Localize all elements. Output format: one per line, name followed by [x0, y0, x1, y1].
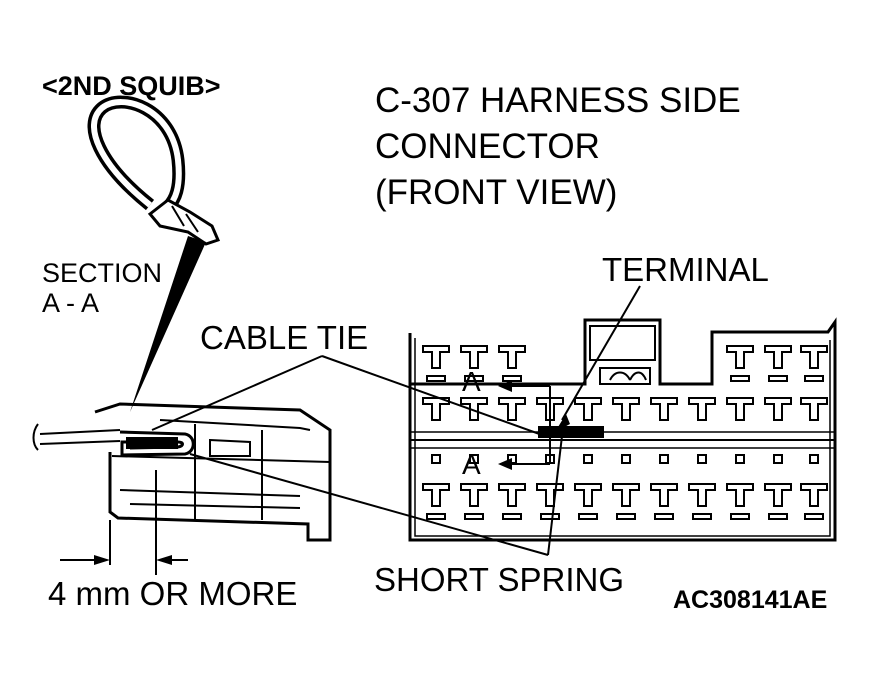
section-label-line-1: SECTION [42, 258, 163, 288]
terminal-pin [800, 397, 828, 421]
terminal-slot [697, 454, 707, 464]
terminal-pin [460, 483, 488, 507]
dimension-label: 4 mm OR MORE [48, 575, 298, 612]
terminal-slot [730, 375, 750, 382]
terminal-label: TERMINAL [602, 251, 769, 288]
terminal-pin [800, 483, 828, 507]
terminal-pin [688, 483, 716, 507]
terminal-pin [422, 483, 450, 507]
terminal-slot [464, 513, 484, 520]
terminal-pin [650, 397, 678, 421]
squib-label: <2ND SQUIB> [42, 71, 221, 101]
terminal-pin [460, 345, 488, 369]
terminal-pin [460, 397, 488, 421]
terminal-pin [726, 483, 754, 507]
terminal-pin [726, 345, 754, 369]
terminal-slot [431, 454, 441, 464]
terminal-slot [426, 513, 446, 520]
terminal-slot [578, 513, 598, 520]
terminal-slot [735, 454, 745, 464]
terminal-slot [583, 454, 593, 464]
terminal-slot [654, 513, 674, 520]
terminal-pin [764, 345, 792, 369]
terminal-pin [800, 345, 828, 369]
terminal-pin [650, 483, 678, 507]
terminal-slot [502, 513, 522, 520]
terminal-slot [804, 513, 824, 520]
terminal-slot [730, 513, 750, 520]
terminal-pin [764, 397, 792, 421]
terminal-slot [768, 513, 788, 520]
terminal-pin [612, 397, 640, 421]
terminal-pin [498, 483, 526, 507]
section-a-a-view [32, 402, 332, 575]
title-line-3: (FRONT VIEW) [375, 173, 618, 212]
connector-front-view [408, 317, 837, 542]
terminal-pin [574, 397, 602, 421]
terminal-slot [540, 513, 560, 520]
cable-tie-label: CABLE TIE [200, 319, 369, 356]
diagram-title: C-307 HARNESS SIDE CONNECTOR (FRONT VIEW… [375, 78, 741, 216]
leader-lines [151, 285, 641, 556]
terminal-pin [422, 397, 450, 421]
terminal-slot [621, 454, 631, 464]
title-line-2: CONNECTOR [375, 127, 600, 166]
title-line-1: C-307 HARNESS SIDE [375, 81, 741, 120]
terminal-pin [498, 345, 526, 369]
terminal-pin [498, 397, 526, 421]
terminal-array [422, 345, 828, 520]
terminal-pin [764, 483, 792, 507]
cable-tie-illustration [87, 95, 221, 246]
terminal-pin [536, 483, 564, 507]
terminal-slot [426, 375, 446, 382]
terminal-pin [574, 483, 602, 507]
terminal-pin [612, 483, 640, 507]
terminal-pin [536, 397, 564, 421]
figure-code: AC308141AE [673, 586, 828, 614]
terminal-slot [804, 375, 824, 382]
terminal-pin [422, 345, 450, 369]
section-label-line-2: A - A [42, 288, 100, 318]
terminal-slot [809, 454, 819, 464]
section-leader [130, 236, 206, 412]
terminal-pin [688, 397, 716, 421]
terminal-slot [773, 454, 783, 464]
short-spring-label: SHORT SPRING [374, 561, 624, 598]
section-mark-upper: A [462, 366, 481, 397]
terminal-pin [726, 397, 754, 421]
terminal-slot [469, 454, 479, 464]
terminal-slot [692, 513, 712, 520]
terminal-slot [768, 375, 788, 382]
section-cut-marks [498, 380, 551, 470]
terminal-slot [659, 454, 669, 464]
section-mark-lower: A [462, 449, 481, 480]
section-label: SECTION A - A [42, 258, 162, 318]
terminal-slot [616, 513, 636, 520]
terminal-slot [464, 375, 484, 382]
